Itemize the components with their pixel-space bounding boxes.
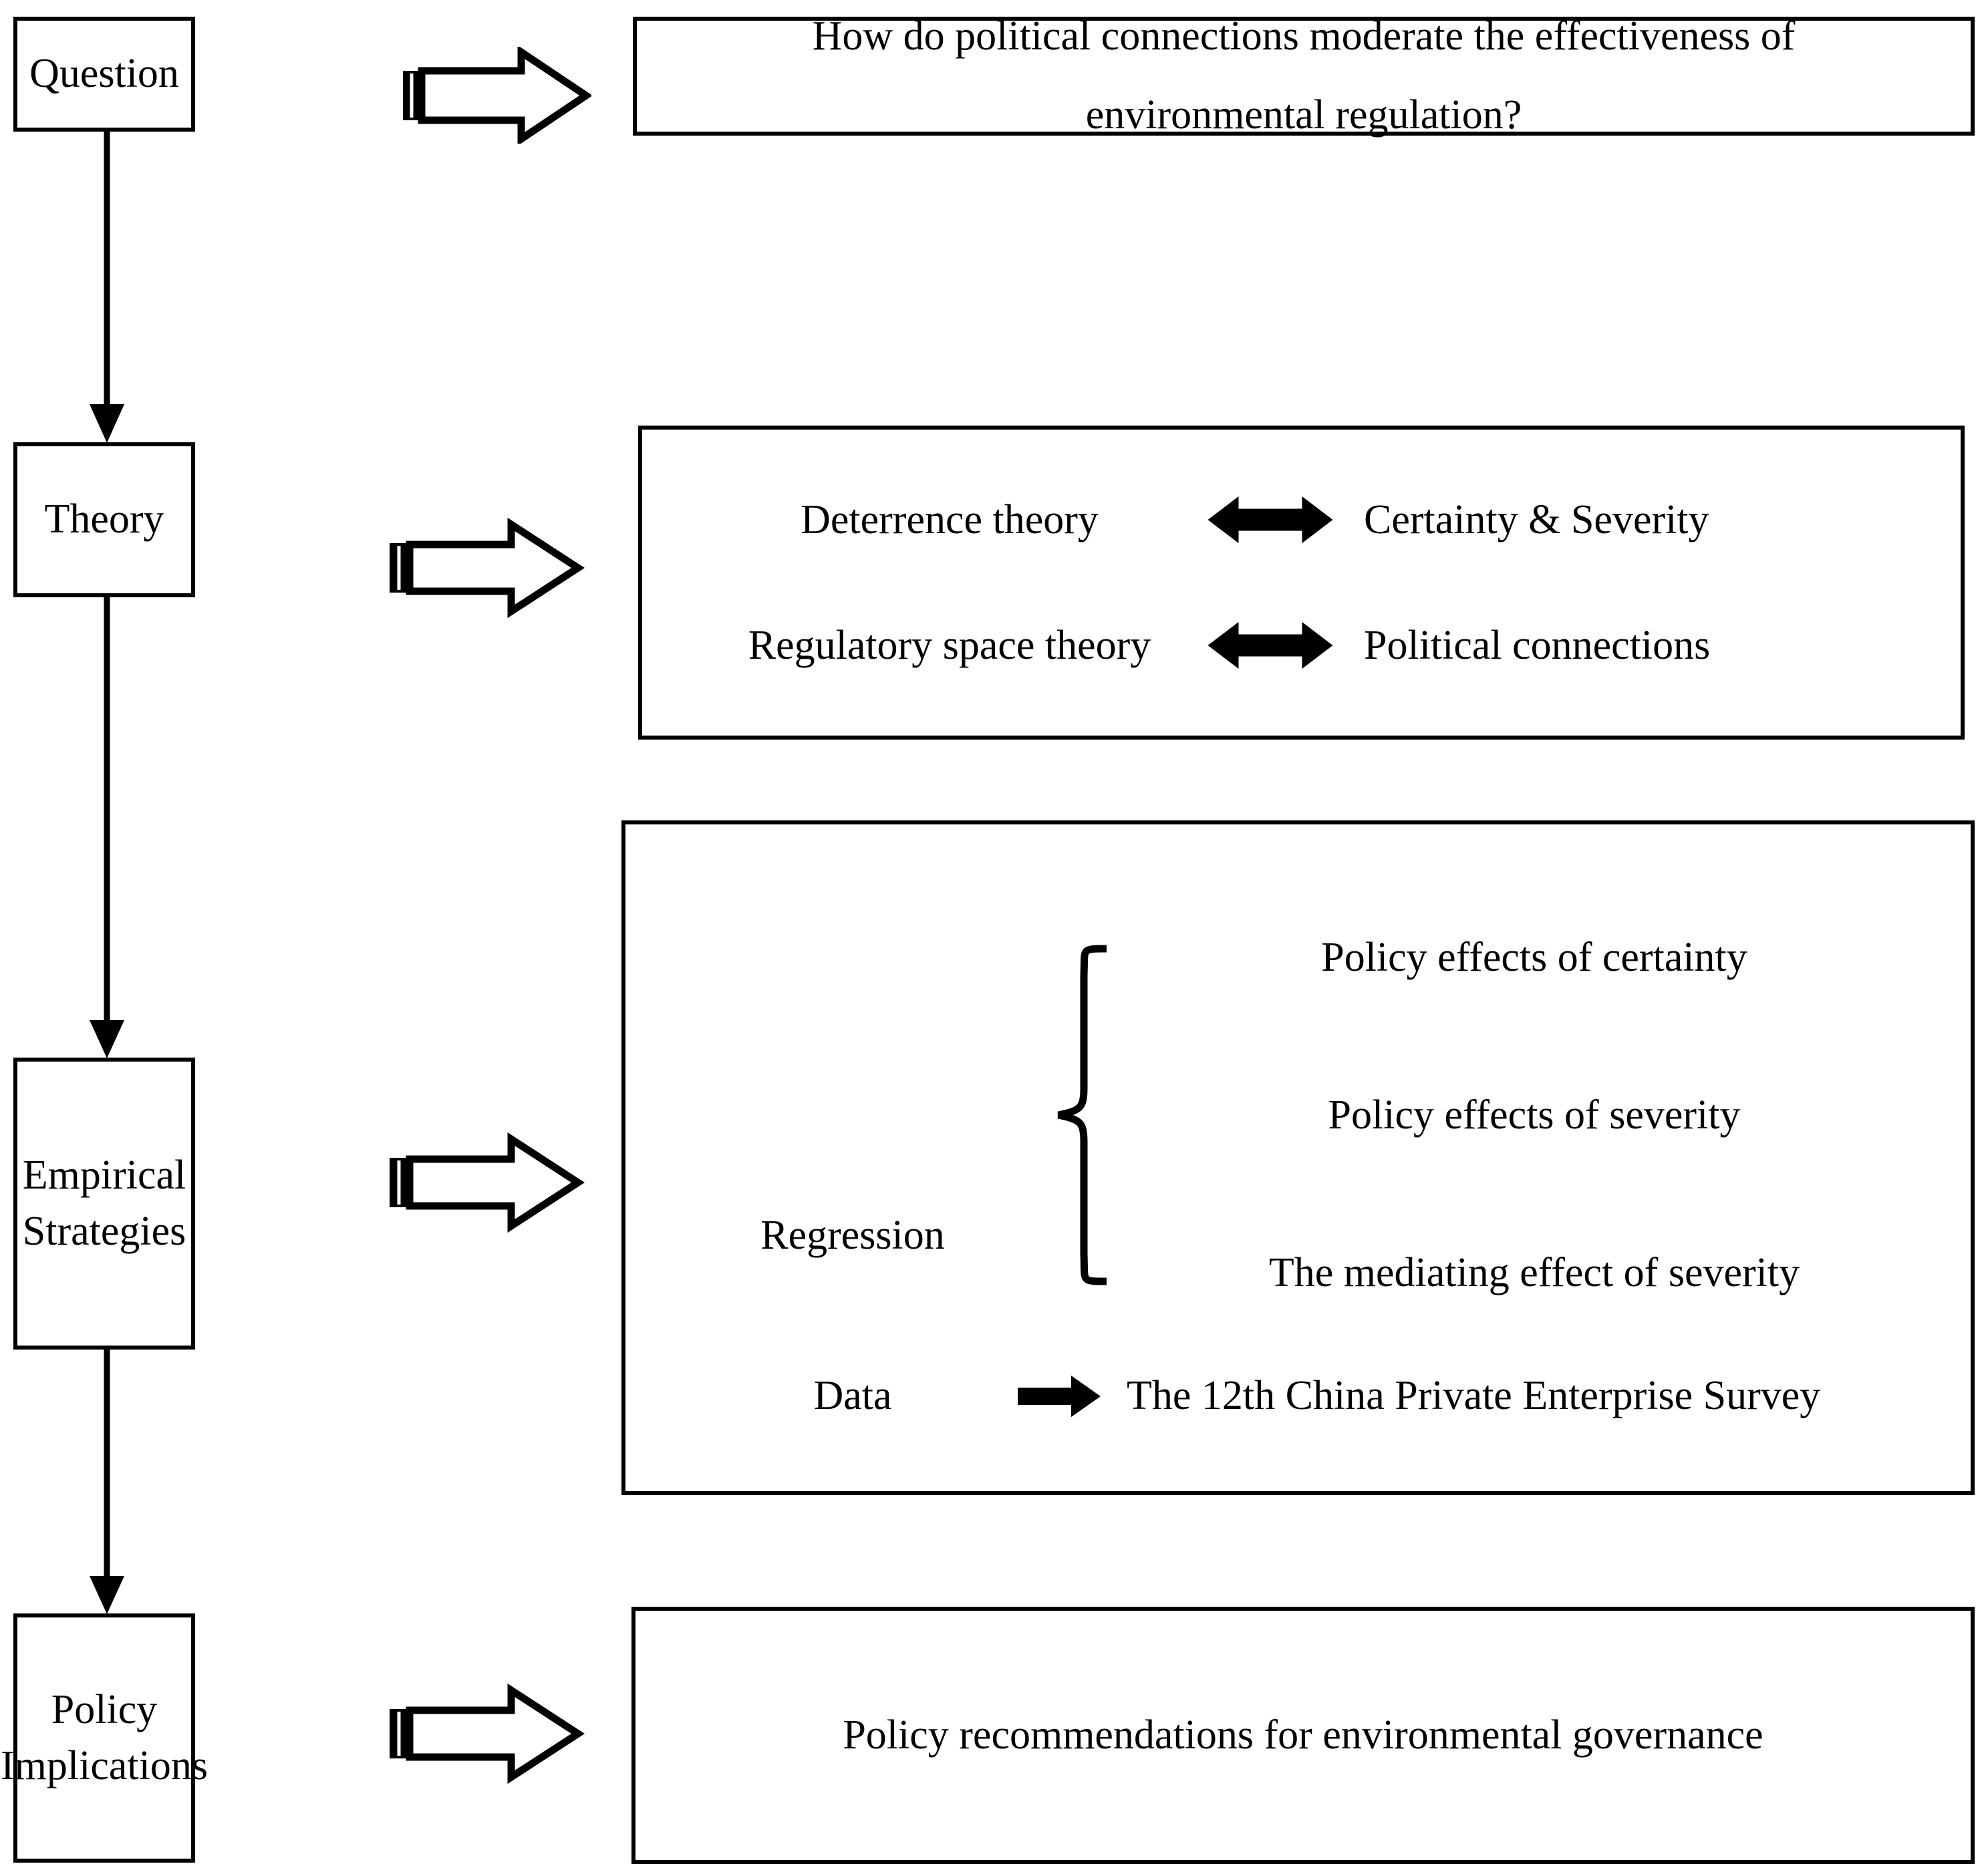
detail-panel-theory: Deterrence theory Certainty & Severity R… [638, 426, 1965, 740]
regression-label: Regression [760, 1213, 945, 1258]
block-right-arrow-icon-empirical [390, 1132, 585, 1233]
data-source-value: The 12th China Private Enterprise Survey [1127, 1373, 1821, 1418]
detail-panel-policy-implications: Policy recommendations for environmental… [631, 1607, 1975, 1864]
regression-item: Policy effects of certainty [1321, 935, 1747, 980]
theory-left-label-0: Deterrence theory [801, 496, 1099, 542]
data-source-row: Data The 12th China Private Enterprise S… [712, 1372, 1820, 1420]
theory-row: Regulatory space theory Political connec… [716, 613, 1961, 677]
stage-label-question: Question [29, 51, 179, 97]
detail-panel-empirical-strategies: Regression Policy effects of certainty P… [621, 820, 1975, 1495]
regression-item-list: Policy effects of certainty Policy effec… [1133, 935, 1935, 1295]
question-text-line1: How do political connections moderate th… [812, 13, 1796, 59]
flow-connector-question-to-theory [90, 130, 124, 443]
theory-right-label-1: Political connections [1364, 622, 1711, 668]
detail-panel-question: How do political connections moderate th… [633, 13, 1975, 138]
double-headed-arrow-icon-1 [1183, 613, 1357, 677]
flow-connector-theory-to-empirical [90, 596, 124, 1058]
theory-right-label-0: Certainty & Severity [1364, 496, 1709, 542]
right-arrow-icon-data [993, 1373, 1127, 1420]
block-right-arrow-icon-theory [390, 518, 585, 618]
regression-item: The mediating effect of severity [1268, 1249, 1800, 1295]
question-text-line2: environmental regulation? [1085, 92, 1522, 138]
stage-box-theory: Theory [13, 442, 195, 597]
stage-label-policy-implications: Policy Implications [1, 1686, 208, 1788]
stage-label-theory: Theory [44, 496, 164, 542]
theory-row: Deterrence theory Certainty & Severity [716, 488, 1961, 552]
double-headed-arrow-icon-0 [1183, 488, 1357, 552]
data-label: Data [813, 1373, 892, 1418]
block-right-arrow-icon-question [403, 47, 591, 144]
stage-box-empirical-strategies: Empirical Strategies [13, 1058, 195, 1350]
policy-recommendation-text: Policy recommendations for environmental… [843, 1712, 1763, 1758]
flow-connector-empirical-to-policy [90, 1348, 124, 1614]
regression-item: Policy effects of severity [1328, 1092, 1741, 1138]
stage-box-policy-implications: Policy Implications [1, 1613, 208, 1863]
block-right-arrow-icon-policy [390, 1684, 585, 1784]
theory-left-label-1: Regulatory space theory [748, 622, 1151, 668]
stage-box-question: Question [13, 17, 195, 132]
curly-brace-icon [1053, 945, 1113, 1285]
stage-label-empirical-strategies: Empirical Strategies [22, 1152, 186, 1254]
